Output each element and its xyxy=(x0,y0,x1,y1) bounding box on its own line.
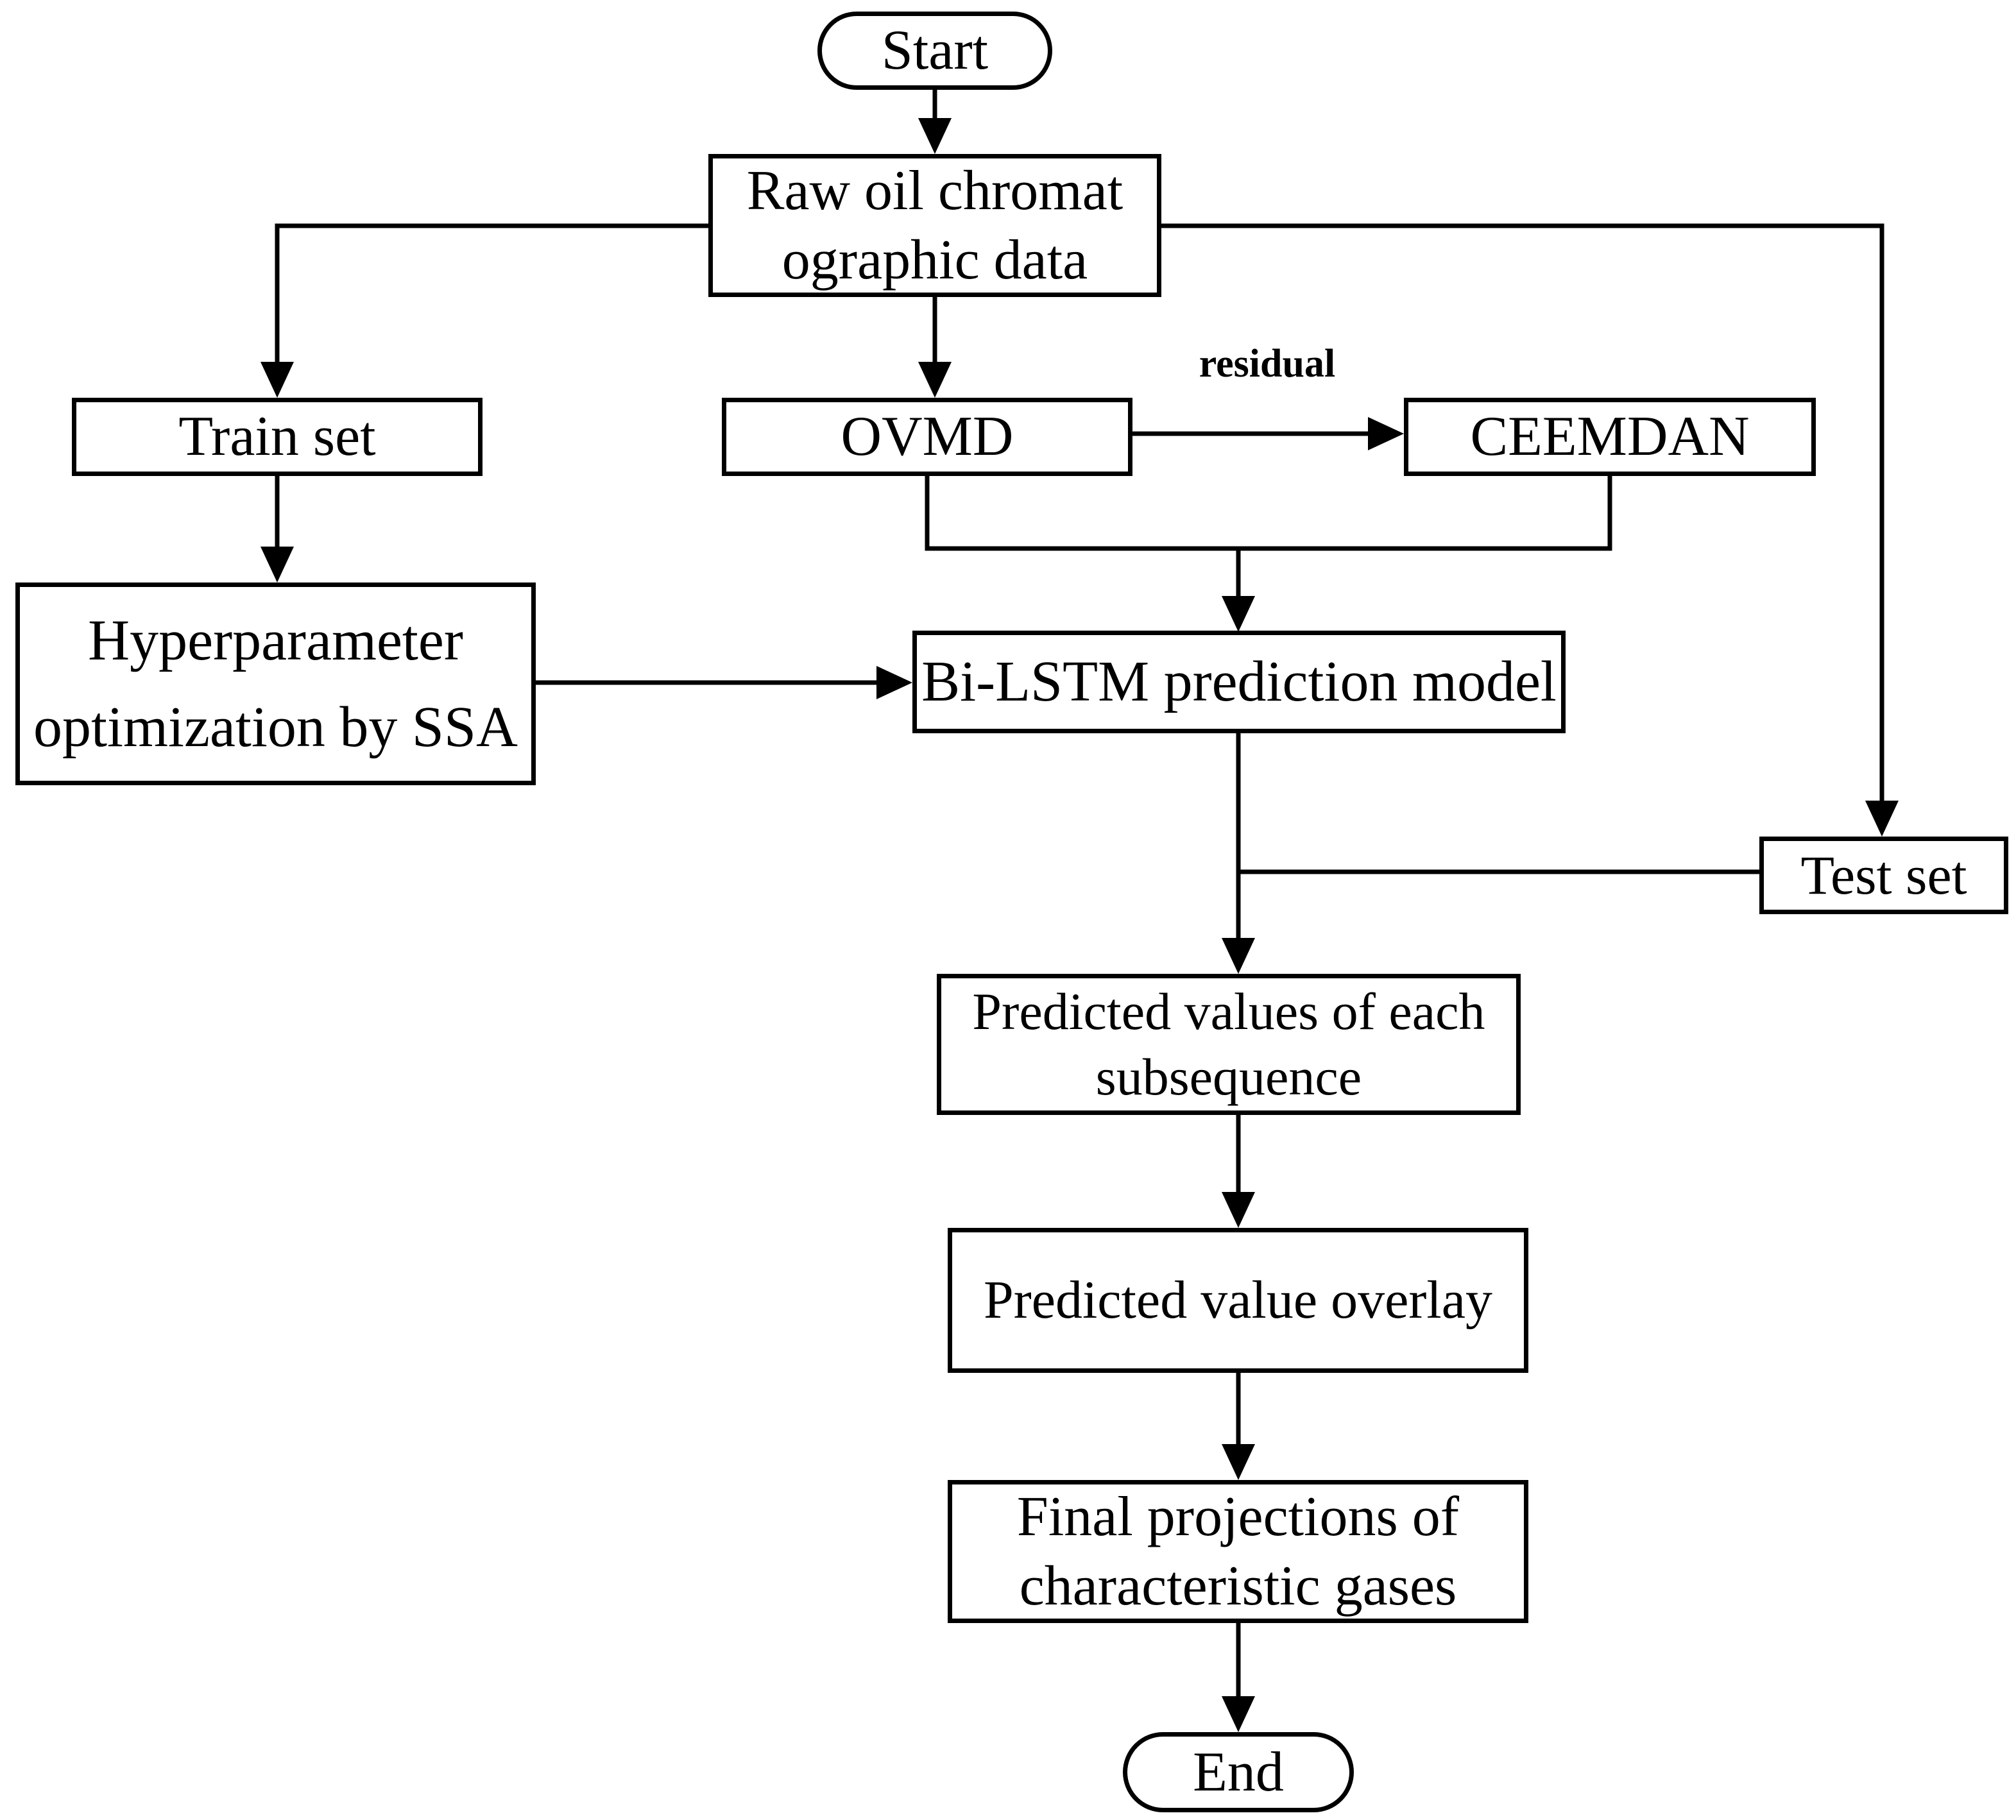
node-hyperparameter-line2: optimization by SSA xyxy=(33,695,518,759)
node-hyperparameter: Hyperparameter optimization by SSA xyxy=(15,583,536,785)
edge-raw-to-testset-line xyxy=(1161,223,1884,804)
edge-merge-to-bilstm-line xyxy=(925,476,1612,600)
node-test-set-label: Test set xyxy=(1800,844,1967,906)
edge-merge-to-bilstm-arrowhead xyxy=(1222,596,1255,632)
edge-train-to-hyper-arrowhead xyxy=(261,547,294,583)
edge-bilstm-to-predicted-arrowhead xyxy=(1222,938,1255,974)
node-train-set: Train set xyxy=(72,398,483,476)
node-predicted-value-overlay: Predicted value overlay xyxy=(948,1228,1528,1373)
node-test-set: Test set xyxy=(1759,837,2008,914)
node-predicted-values-line1: Predicted values of each xyxy=(972,982,1485,1041)
node-ovmd: OVMD xyxy=(722,398,1132,476)
edge-overlay-to-final-arrowhead xyxy=(1222,1444,1255,1480)
node-predicted-values: Predicted values of each subsequence xyxy=(937,974,1521,1115)
node-final-projections-line1: Final projections of xyxy=(1016,1486,1460,1549)
node-raw-data-line1: Raw oil chromat xyxy=(746,160,1123,223)
node-final-projections-line2: characteristic gases xyxy=(1019,1554,1457,1617)
node-ceemdan: CEEMDAN xyxy=(1404,398,1816,476)
edge-predicted-to-overlay-arrowhead xyxy=(1222,1192,1255,1228)
node-ceemdan-label: CEEMDAN xyxy=(1470,405,1750,468)
edge-ovmd-to-ceemdan-arrowhead xyxy=(1368,417,1404,450)
node-predicted-values-line2: subsequence xyxy=(1095,1048,1362,1106)
edge-final-to-end-arrowhead xyxy=(1222,1696,1255,1732)
node-bilstm-label: Bi-LSTM prediction model xyxy=(921,650,1557,713)
node-end-label: End xyxy=(1193,1740,1284,1803)
node-train-set-label: Train set xyxy=(178,405,376,468)
edge-raw-to-train-line xyxy=(275,223,708,366)
node-bilstm: Bi-LSTM prediction model xyxy=(912,631,1566,733)
edge-hyper-to-bilstm-arrowhead xyxy=(876,666,912,699)
node-predicted-value-overlay-label: Predicted value overlay xyxy=(984,1270,1492,1330)
edge-bilstm-to-predicted-line xyxy=(1236,733,1759,942)
node-end: End xyxy=(1123,1732,1354,1812)
node-start: Start xyxy=(817,12,1052,90)
edge-raw-to-ovmd-arrowhead xyxy=(918,362,952,398)
edge-start-to-raw-arrowhead xyxy=(918,118,952,154)
edge-label-residual: residual xyxy=(1199,342,1336,386)
node-hyperparameter-line1: Hyperparameter xyxy=(88,609,463,672)
edge-raw-to-testset-arrowhead xyxy=(1865,801,1899,837)
node-start-label: Start xyxy=(881,19,989,82)
node-raw-data: Raw oil chromat ographic data xyxy=(708,154,1161,297)
node-raw-data-line2: ographic data xyxy=(782,228,1088,291)
edge-raw-to-train-arrowhead xyxy=(261,362,294,398)
node-final-projections: Final projections of characteristic gase… xyxy=(948,1480,1528,1623)
node-ovmd-label: OVMD xyxy=(841,405,1014,468)
